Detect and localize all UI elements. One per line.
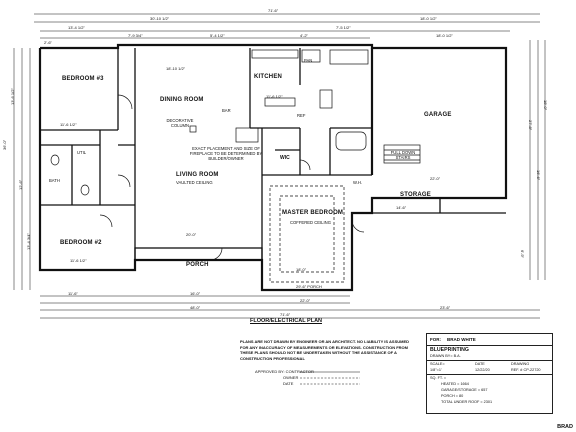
room-label-living: LIVING ROOM (176, 172, 219, 178)
room-label-bath: BATH (49, 178, 60, 183)
dim-bot-6: 71'-6" (280, 312, 291, 317)
room-label-master: MASTER BEDROOM (282, 210, 344, 216)
tb-for-value: BRAD WHITE (447, 337, 476, 342)
approval-contractor: APPROVED BY: CONTRACTOR (255, 369, 314, 374)
note-stairs: FULL DOWN STAIRS (390, 150, 416, 160)
title-block: FOR: BRAD WHITE BLUEPRINTING DRAWN BY= B… (426, 333, 553, 414)
dim-bed3-width: 11'-6 1/2" (60, 122, 77, 127)
dim-top-4: 2'-6" (44, 40, 52, 45)
dim-dining-width: 18'-10 1/2" (166, 66, 186, 71)
approval-date: DATE (283, 381, 294, 386)
dim-left-3: 12'-6" (18, 179, 23, 190)
dim-left-1: 36'-0" (2, 139, 7, 150)
tb-scale-value: 1/8"=1' (430, 367, 442, 372)
approval-block: APPROVED BY: CONTRACTOR OWNER DATE (255, 369, 314, 387)
room-sub-living: VAULTED CEILING (176, 180, 213, 185)
dim-bot-4: 48'-0" (190, 305, 201, 310)
tb-total: TOTAL UNDER ROOF = 2301 (441, 400, 493, 404)
room-label-wic: WIC (280, 155, 290, 161)
dim-living-width: 20'-0" (186, 232, 197, 237)
room-label-kitchen: KITCHEN (254, 74, 283, 80)
room-label-bedroom-2: BEDROOM #2 (60, 240, 102, 246)
room-sub-master: COFFERED CEILING (290, 220, 331, 225)
note-bar: BAR (222, 108, 231, 113)
tb-scale-label: SCALE= (430, 361, 445, 366)
tb-company: BLUEPRINTING (430, 347, 469, 353)
tb-garage: GARAGE/STORAGE = 657 (441, 388, 488, 392)
dim-storage-width: 14'-6" (396, 205, 407, 210)
tb-date-value: 12/22/20 (475, 367, 490, 372)
room-label-dining: DINING ROOM (160, 97, 204, 103)
dim-garage-width: 22'-0" (430, 176, 441, 181)
dim-right-2: 16'-6" (536, 170, 541, 181)
room-label-wh: W.H. (353, 180, 363, 185)
dim-top-2: 18'-0 1/2" (420, 16, 437, 21)
tb-row-scale: SCALE= 1/8"=1' DATE 12/22/20 DRAWING REF… (427, 360, 552, 375)
dim-overall-top: 71'-6" (268, 8, 279, 13)
room-label-pantry: PAN (304, 58, 313, 63)
dim-top-6: 5'-4 1/2" (210, 33, 225, 38)
dim-left-2: 13'-6 1/2" (10, 88, 15, 105)
dim-top-9: 18'-0 1/2" (436, 33, 453, 38)
dim-top-5: 7'-9 3/4" (128, 33, 143, 38)
dim-top-1: 30'-10 1/2" (150, 16, 170, 21)
tb-drawing-label: DRAWING (511, 361, 530, 366)
dim-bed2-width: 11'-6 1/2" (70, 258, 87, 263)
tb-row-company: BLUEPRINTING DRAWN BY= B.A. (427, 345, 552, 361)
tb-sqft-label: SQ. FT. = (430, 376, 447, 380)
dim-bot-5: 23'-6" (440, 305, 451, 310)
room-label-util: UTIL (77, 150, 87, 155)
approval-owner: OWNER (283, 375, 299, 380)
room-label-storage: STORAGE (400, 192, 431, 198)
dim-porch-width: 29'-6" PORCH (296, 284, 322, 289)
dim-top-3: 13'-4 1/2" (68, 25, 85, 30)
tb-heated: HEATED = 1664 (441, 382, 469, 386)
dim-bot-3: 22'-0" (300, 298, 311, 303)
tb-sqft-section: SQ. FT. = HEATED = 1664 GARAGE/STORAGE =… (427, 374, 552, 413)
room-label-garage: GARAGE (424, 112, 452, 118)
note-decorative-column: DECORATIVE COLUMN (166, 118, 194, 128)
dim-master-width: 18'-0" (296, 267, 307, 272)
dim-bot-2: 16'-0" (190, 291, 201, 296)
dim-right-4: 6'-9" (520, 250, 525, 258)
tb-drawing-value: REF. # CP-22720 (511, 367, 541, 372)
disclaimer-text: PLANS ARE NOT DRAWN BY ENGINEER OR AN AR… (240, 339, 410, 361)
tb-drawn-by: DRAWN BY= B.A. (430, 354, 461, 358)
room-label-ref: REF (297, 113, 306, 118)
dim-kitchen-width: 11'-6 1/2" (266, 94, 283, 99)
tb-porch: PORCH = 80 (441, 394, 464, 398)
corner-label: BRAD (557, 424, 573, 430)
tb-row-for: FOR: BRAD WHITE (427, 334, 552, 346)
room-label-porch: PORCH (186, 262, 209, 268)
dim-left-4: 13'-4 3/4" (26, 233, 31, 250)
tb-for-label: FOR: (430, 337, 441, 342)
dim-right-1: 18'-0" (543, 100, 548, 111)
dim-bot-1: 11'-6" (68, 291, 78, 296)
room-label-bedroom-3: BEDROOM #3 (62, 76, 104, 82)
dim-top-7: 4'-2" (300, 33, 308, 38)
plan-title: FLOOR/ELECTRICAL PLAN (250, 318, 323, 324)
dim-right-3: 27'-8" (528, 120, 533, 131)
note-fireplace: EXACT PLACEMENT AND SIZE OF FIREPLACE TO… (189, 146, 263, 161)
tb-date-label: DATE (475, 361, 485, 366)
dim-top-8: 7'-5 1/2" (336, 25, 351, 30)
